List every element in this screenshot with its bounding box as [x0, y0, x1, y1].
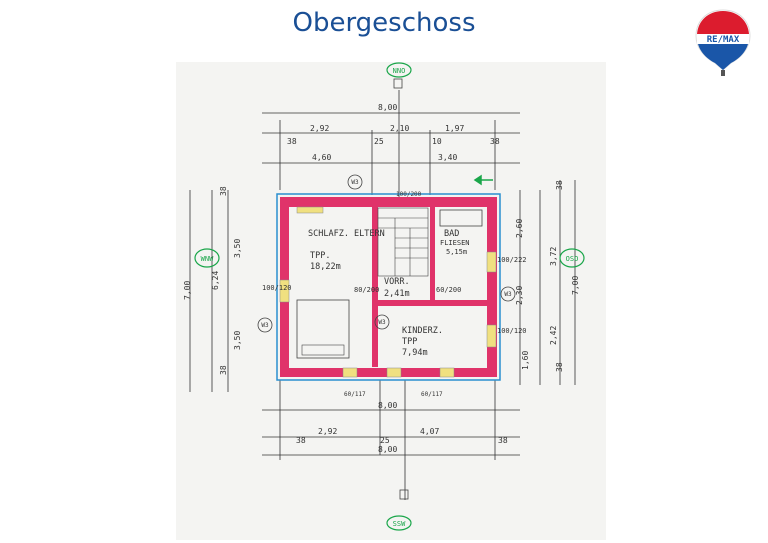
room-name: SCHLAFZ. ELTERN — [308, 229, 385, 239]
window-size-label: 60/117 — [344, 391, 366, 398]
room-area: 18,22m — [310, 262, 341, 272]
room-area: 7,94m — [402, 348, 428, 358]
logo-text: RE/MAX — [707, 35, 740, 45]
dim-top: 2,10 — [390, 124, 409, 133]
wall-tag: W3 — [378, 319, 386, 326]
dim-right: 2,60 — [515, 219, 524, 238]
window-size-label: 100/222 — [497, 256, 527, 264]
window-size-label: 60/117 — [421, 391, 443, 398]
dim-right: 38 — [555, 362, 564, 372]
bathtub — [439, 209, 483, 227]
dim-top: 38 — [287, 137, 297, 146]
dim-left: 7,00 — [183, 281, 192, 300]
dim-right: 38 — [555, 180, 564, 190]
window — [279, 279, 290, 303]
room-floor: TPP. — [310, 251, 330, 261]
dim-bottom: 38 — [296, 436, 306, 445]
wall-tag: W3 — [504, 291, 512, 298]
wall-tag: W3 — [351, 179, 359, 186]
window — [296, 206, 324, 214]
dim-top: 25 — [374, 137, 384, 146]
dim-left: 38 — [219, 186, 228, 196]
dim-bottom: 38 — [498, 436, 508, 445]
room-name: BAD — [444, 229, 459, 239]
dim-top: 3,40 — [438, 153, 457, 162]
room-floor: TPP — [402, 337, 417, 347]
axis-west-label: WNW — [201, 255, 214, 263]
dim-top: 10 — [432, 137, 442, 146]
dim-bottom: 8,00 — [378, 401, 397, 410]
dim-right: 2,42 — [549, 326, 558, 345]
room-name: KINDERZ. — [402, 326, 443, 336]
room-floor: FLIESEN — [440, 239, 470, 247]
entry-arrow — [473, 174, 493, 186]
window-size-label: 100/200 — [396, 191, 422, 198]
dim-bottom: 2,92 — [318, 427, 337, 436]
bed — [296, 299, 350, 359]
dim-bottom-total: 8,00 — [378, 445, 397, 454]
room-name: VORR. — [384, 277, 410, 287]
remax-logo: RE/MAX — [695, 9, 751, 76]
window — [342, 367, 358, 378]
dim-right: 2,30 — [515, 286, 524, 305]
window — [486, 251, 497, 273]
dim-left: 38 — [219, 365, 228, 375]
dim-top: 38 — [490, 137, 500, 146]
wall-tag: W3 — [261, 322, 269, 329]
dim-left: 3,50 — [233, 331, 242, 350]
dim-right: 1,60 — [521, 351, 530, 370]
axis-north-label: NNO — [393, 67, 406, 75]
dim-top: 4,60 — [312, 153, 331, 162]
window-size-label: 80/200 — [354, 286, 379, 294]
dim-top-total: 8,00 — [378, 103, 397, 112]
dim-top: 2,92 — [310, 124, 329, 133]
window-size-label: 60/200 — [436, 286, 461, 294]
dim-top: 1,97 — [445, 124, 464, 133]
dim-left: 3,50 — [233, 239, 242, 258]
dim-right: 7,00 — [571, 276, 580, 295]
window-size-label: 100/120 — [497, 327, 527, 335]
staircase — [377, 207, 429, 277]
page-title: Obergeschoss — [292, 8, 476, 38]
dim-bottom: 4,07 — [420, 427, 439, 436]
room-area: 2,41m — [384, 289, 410, 299]
dim-bottom: 25 — [380, 436, 390, 445]
window — [386, 367, 402, 378]
window — [486, 324, 497, 348]
dim-left: 6,24 — [211, 271, 220, 290]
room-area: 5,15m — [446, 248, 467, 256]
dim-right: 3,72 — [549, 247, 558, 266]
window-size-label: 100/120 — [262, 284, 292, 292]
axis-south-label: SSW — [393, 520, 406, 528]
axis-east-label: OSO — [566, 255, 579, 263]
window — [439, 367, 455, 378]
